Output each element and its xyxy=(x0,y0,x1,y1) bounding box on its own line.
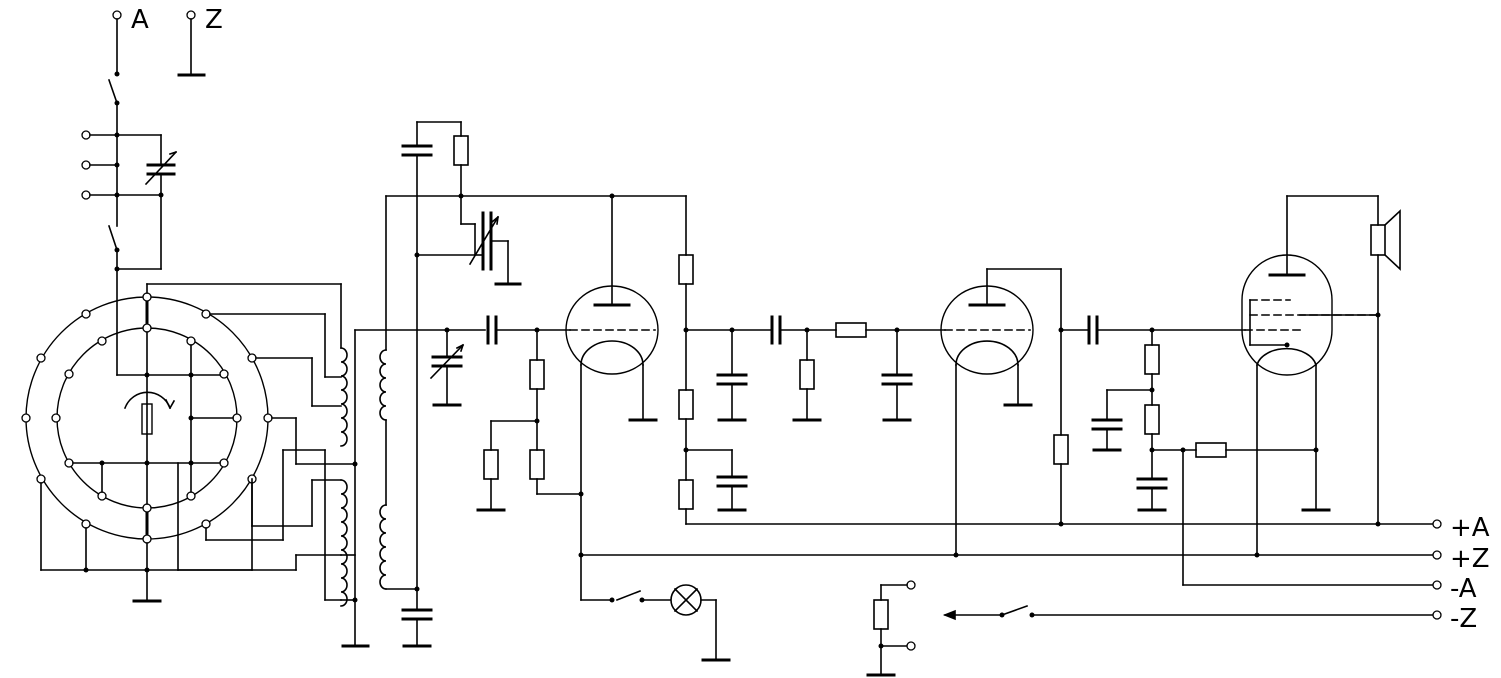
ground-label: Z xyxy=(205,5,223,35)
reaction-network xyxy=(385,121,613,611)
terminal-plus-z: +Z xyxy=(1432,544,1490,574)
terminal-plus-a: +A xyxy=(1432,513,1490,543)
loudspeaker-icon xyxy=(1370,209,1401,525)
ground-input: Z xyxy=(177,5,223,77)
rf-input-transformer xyxy=(340,195,387,647)
detector-grid-coupling xyxy=(476,315,584,512)
af-amplifier-tube xyxy=(940,268,1069,556)
antenna-label: A xyxy=(131,5,149,35)
rotary-band-switch xyxy=(21,292,273,544)
detector-plate-circuit xyxy=(611,195,773,525)
terminal-plus-a-label: +A xyxy=(1450,513,1490,543)
band-selector-taps xyxy=(81,130,164,270)
terminal-minus-z-label: -Z xyxy=(1450,604,1477,634)
rf-second-transformer xyxy=(340,479,420,648)
main-tuning-capacitor xyxy=(354,327,486,407)
output-pentode-tube xyxy=(1241,195,1381,556)
antenna-input: A xyxy=(112,5,149,77)
terminal-minus-z: -Z xyxy=(1432,604,1477,634)
antenna-variable-capacitor xyxy=(144,150,178,186)
detector-tube xyxy=(565,193,659,601)
antenna-switch xyxy=(107,78,120,227)
interstage-coupling-2 xyxy=(1060,315,1319,586)
supply-buses xyxy=(578,521,1434,616)
filament-shunt xyxy=(866,580,916,677)
switch-coil-wiring xyxy=(146,283,358,601)
power-switch xyxy=(942,604,1035,621)
terminal-minus-a-label: -A xyxy=(1450,574,1477,604)
tuning-switch xyxy=(107,224,162,376)
grid-capacitor-ground xyxy=(401,608,433,648)
pilot-lamp-circuit xyxy=(580,584,731,662)
terminal-plus-z-label: +Z xyxy=(1450,544,1490,574)
interstage-coupling-1 xyxy=(770,315,946,422)
terminal-minus-a: -A xyxy=(1432,574,1477,604)
